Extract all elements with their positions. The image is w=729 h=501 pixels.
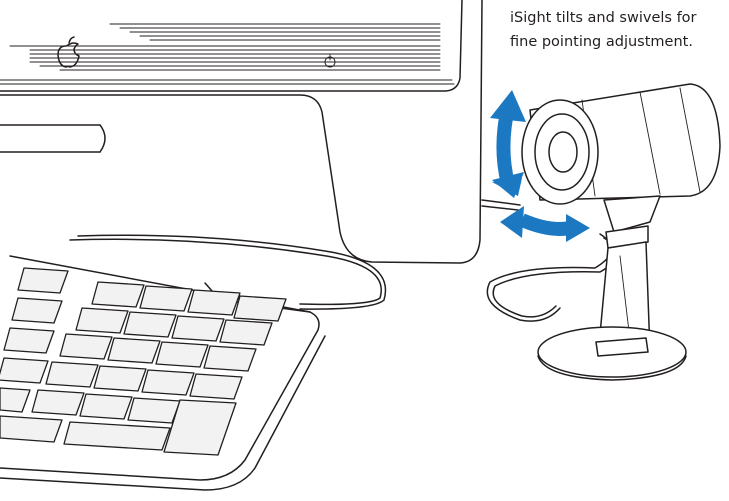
display xyxy=(0,0,483,264)
caption-line-2: fine pointing adjustment. xyxy=(510,34,693,50)
keyboard xyxy=(0,255,326,491)
power-button-icon xyxy=(324,54,336,68)
tilt-arrow-icon xyxy=(490,90,526,198)
apple-logo-icon xyxy=(57,36,80,68)
caption-line-1: iSight tilts and swivels for xyxy=(510,10,697,26)
display-stand xyxy=(0,124,106,153)
isight-camera xyxy=(521,83,721,381)
caption: iSight tilts and swivels for fine pointi… xyxy=(510,6,726,54)
swivel-arrow-icon xyxy=(500,206,590,242)
keycaps xyxy=(0,267,287,456)
